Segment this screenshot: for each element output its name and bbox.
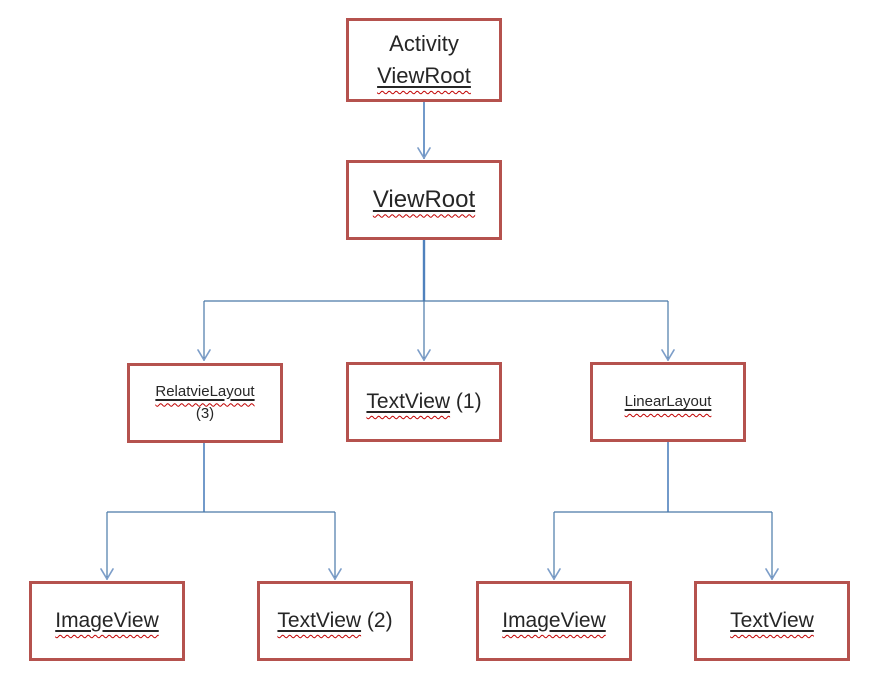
- node-label-flagged: LinearLayout: [624, 392, 712, 410]
- node-imageview-left: ImageView: [29, 581, 185, 661]
- node-textview-right: TextView: [694, 581, 850, 661]
- node-label-flagged: TextView: [366, 390, 451, 413]
- arrow-down-icon: [328, 568, 342, 580]
- node-linearlayout: LinearLayout: [590, 362, 746, 442]
- node-viewroot: ViewRoot: [346, 160, 502, 240]
- node-label-flagged: RelatvieLayout: [155, 382, 255, 400]
- arrow-down-icon: [547, 568, 561, 580]
- connector-linearlayout-to-children: [547, 442, 779, 580]
- arrow-down-icon: [100, 568, 114, 580]
- arrow-down-icon: [197, 349, 211, 361]
- node-label: TextView (2): [277, 609, 392, 633]
- node-label-flagged: ViewRoot: [372, 185, 476, 213]
- node-textview-1: TextView (1): [346, 362, 502, 442]
- node-label-suffix: (3): [195, 405, 215, 422]
- connector-relativelayout-to-children: [100, 443, 342, 580]
- node-label: TextView (1): [366, 390, 481, 414]
- connector-activity-to-viewroot: [417, 102, 431, 159]
- node-label-flagged: ViewRoot: [377, 63, 471, 88]
- arrow-down-icon: [765, 568, 779, 580]
- node-label-suffix: (2): [361, 609, 393, 632]
- node-label-flagged: ImageView: [502, 609, 606, 632]
- node-label-flagged: TextView: [730, 609, 814, 632]
- node-imageview-right: ImageView: [476, 581, 632, 661]
- arrow-down-icon: [417, 147, 431, 159]
- node-textview-2: TextView (2): [257, 581, 413, 661]
- node-label-suffix: (1): [450, 390, 482, 413]
- node-label-flagged: ImageView: [55, 609, 159, 632]
- node-label: Activity: [389, 31, 459, 57]
- node-activity-viewroot: Activity ViewRoot: [346, 18, 502, 102]
- node-relativelayout: RelatvieLayout (3): [127, 363, 283, 443]
- node-label-flagged: TextView: [277, 609, 362, 632]
- connector-viewroot-to-children: [197, 240, 675, 361]
- arrow-down-icon: [661, 349, 675, 361]
- arrow-down-icon: [417, 349, 431, 361]
